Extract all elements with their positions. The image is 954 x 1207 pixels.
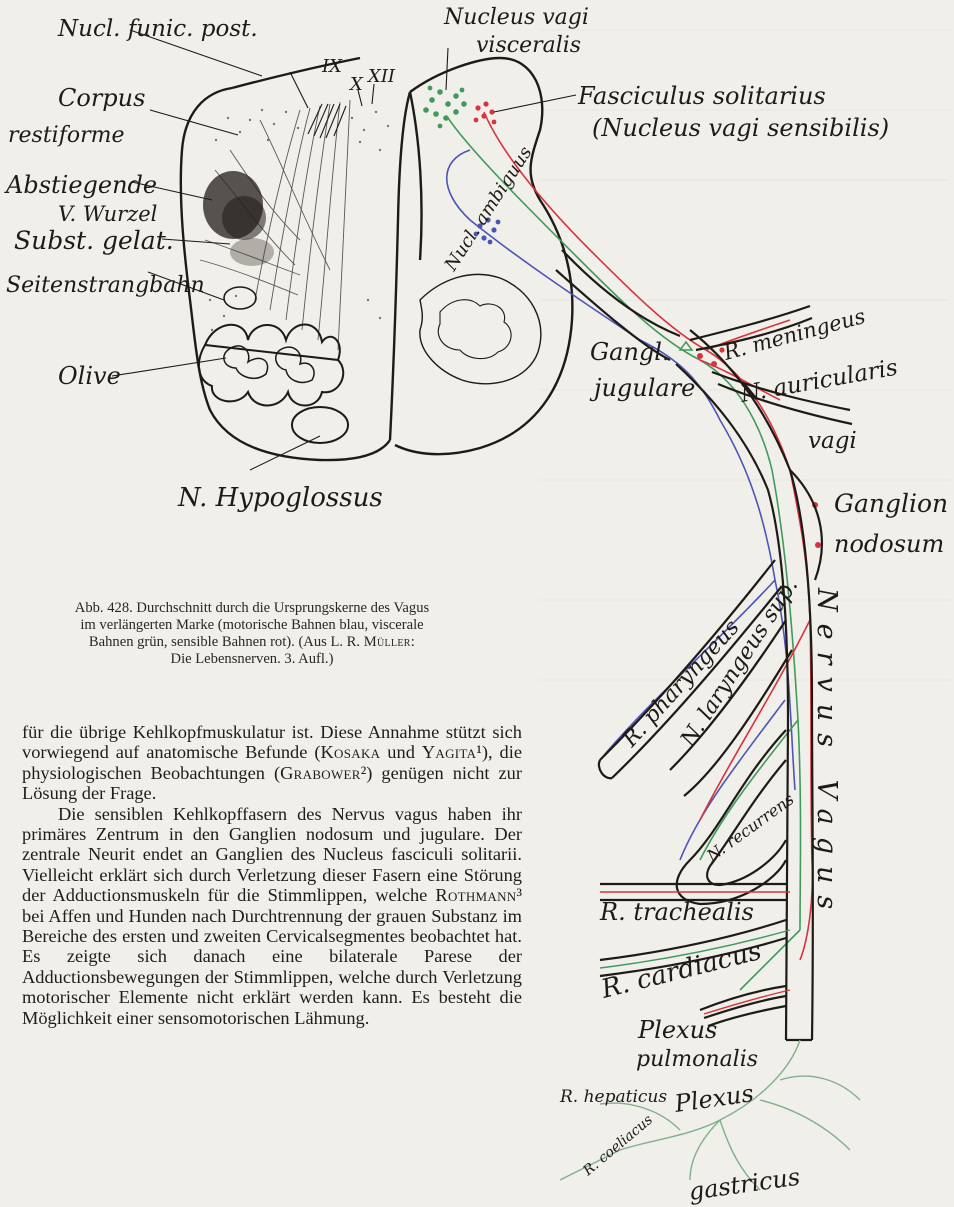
trigeminal-root-mass [203, 171, 274, 266]
label-v-wurzel: V. Wurzel [58, 202, 157, 226]
label-olive: Olive [58, 362, 121, 390]
lateral-tract-oval [224, 287, 256, 309]
caption-line: Die Lebensnerven. 3. Aufl.) [22, 651, 482, 668]
caption-line: Abb. 428. Durchschnitt durch die Ursprun… [22, 600, 482, 617]
label-nucl-funic: Nucl. funic. post. [57, 16, 258, 42]
label-x: X [348, 74, 364, 95]
label-restiforme: restiforme [8, 123, 125, 148]
nucleus-vagi-visceralis-dots [423, 86, 467, 129]
label-gastricus: gastricus [687, 1163, 802, 1206]
sensory-fibers [484, 112, 812, 960]
right-olive-inner [438, 300, 511, 359]
label-plexus-gastr: Plexus [672, 1079, 755, 1118]
caption-author: Müller: [364, 634, 415, 650]
author-grabower: Grabower [280, 763, 361, 783]
label-visceralis: visceralis [476, 33, 581, 58]
label-r-trachealis: R. trachealis [599, 898, 754, 926]
label-nucleus-sens: (Nucleus vagi sensibilis) [592, 114, 889, 142]
label-xii: XII [366, 66, 396, 87]
label-ganglion: Ganglion [834, 489, 948, 518]
label-abstiegende: Abstiegende [4, 171, 157, 199]
label-fasciculus: Fasciculus solitarius [577, 82, 826, 110]
hatched-nucleus [308, 104, 346, 138]
label-nervus-vagus: Nervus Vagus [811, 587, 842, 921]
medulla-left-half [181, 58, 410, 460]
label-r-hepaticus: R. hepaticus [559, 1087, 667, 1107]
label-ix: IX [321, 56, 343, 77]
label-seitenstrang: Seitenstrangbahn [6, 273, 205, 298]
paragraph: Die sensiblen Kehlkopffasern des Nervus … [22, 804, 522, 1028]
label-vagi: vagi [808, 428, 857, 454]
label-nucleus-vagi: Nucleus vagi [443, 5, 589, 30]
label-jugulare: jugulare [589, 374, 695, 402]
paragraph: für die übrige Kehlkopfmuskulatur ist. D… [22, 722, 522, 804]
author-yagita: Yagita [422, 742, 476, 762]
label-corpus: Corpus [58, 84, 145, 112]
figure-caption: Abb. 428. Durchschnitt durch die Ursprun… [22, 600, 482, 668]
green-ganglion-cell [680, 342, 692, 350]
author-kosaka: Kosaka [320, 742, 380, 762]
label-pulmonalis: pulmonalis [636, 1047, 758, 1072]
text-run: ³ bei Affen und Hunden nach Durchtrennun… [22, 885, 522, 1027]
label-nucl-ambiguus: Nucl. ambiguus [440, 143, 536, 276]
caption-line: im verlängerten Marke (motorische Bahnen… [22, 617, 482, 634]
caption-line: Bahnen grün, sensible Bahnen rot). (Aus … [22, 634, 482, 651]
author-rothmann: Rothmann [435, 885, 516, 905]
leader-lines [112, 30, 576, 470]
label-plexus-pulm: Plexus [637, 1016, 717, 1044]
label-n-auricularis: N. auricularis [738, 355, 900, 408]
label-r-meningeus: R. meningeus [720, 304, 868, 365]
body-text: für die übrige Kehlkopfmuskulatur ist. D… [22, 722, 522, 1028]
label-r-coeliacus: R. coeliacus [580, 1112, 656, 1180]
caption-text: Bahnen grün, sensible Bahnen rot). (Aus … [89, 634, 360, 650]
label-nodosum: nodosum [834, 530, 944, 558]
label-gangl: Gangl. [590, 338, 670, 366]
label-subst-gelat: Subst. gelat. [14, 226, 174, 255]
label-hypoglossus: N. Hypoglossus [177, 483, 383, 513]
text-run: und [380, 742, 422, 762]
